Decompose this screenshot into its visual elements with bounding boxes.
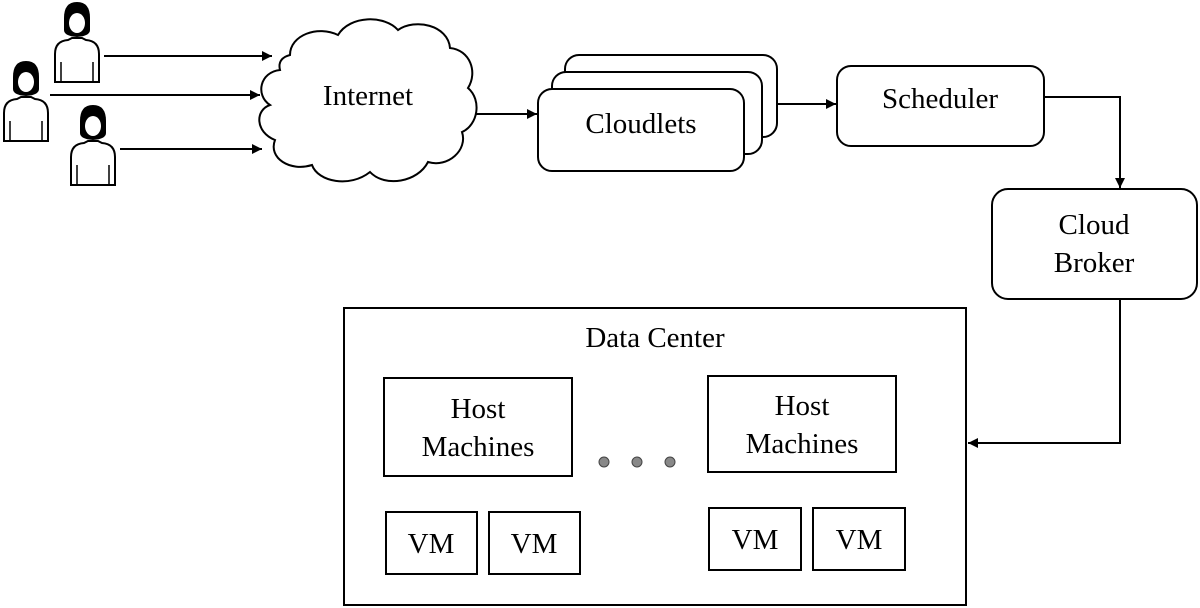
cloud-broker-box: Cloud Broker: [991, 188, 1198, 300]
broker-label-line1: Cloud: [1059, 209, 1130, 241]
vm-box: VM: [708, 507, 802, 571]
cloudlet-box-front: [537, 88, 745, 172]
user-icon-left: [3, 60, 49, 142]
internet-cloud: Internet: [258, 18, 478, 183]
host-label-line2: Machines: [746, 428, 859, 460]
host-machine-box: Host Machines: [707, 375, 897, 473]
ellipsis-dots: [598, 456, 676, 468]
vm-label: VM: [408, 528, 455, 560]
scheduler-label: Scheduler: [882, 83, 998, 115]
host-label-line1: Host: [775, 390, 830, 422]
vm-label: VM: [836, 524, 883, 556]
broker-label-line2: Broker: [1054, 247, 1135, 279]
scheduler-to-broker-arrow: [1044, 96, 1125, 188]
cloudlets-label: Cloudlets: [585, 108, 696, 140]
host-machine-box: Host Machines: [383, 377, 573, 477]
vm-label: VM: [511, 528, 558, 560]
user-icon-bottom: [70, 104, 116, 186]
vm-box: VM: [488, 511, 581, 575]
vm-box: VM: [812, 507, 906, 571]
data-center-title: Data Center: [585, 322, 725, 354]
data-center: Data Center Host Machines VM VM Host Mac…: [343, 307, 967, 606]
broker-to-datacenter-arrow: [968, 299, 1121, 448]
user-icon-top: [54, 1, 100, 83]
vm-label: VM: [732, 524, 779, 556]
cloud-icon: [258, 18, 478, 183]
cloudlets-stack: Cloudlets: [537, 54, 778, 172]
scheduler-box: Scheduler: [836, 65, 1045, 147]
vm-box: VM: [385, 511, 478, 575]
host-label-line2: Machines: [422, 431, 535, 463]
host-label-line1: Host: [451, 393, 506, 425]
internet-label: Internet: [323, 80, 413, 112]
